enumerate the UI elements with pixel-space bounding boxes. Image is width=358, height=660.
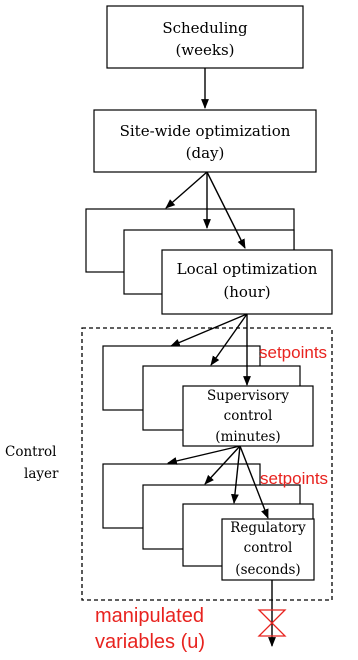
- arrow-supervisory-to-regulatory-2: [204, 445, 241, 485]
- supervisory-period: (minutes): [215, 429, 280, 445]
- arrow-supervisory-to-regulatory-3: [231, 445, 241, 504]
- setpoints-label-upper: setpoints: [259, 343, 327, 362]
- site-wide-optimization-box: Site-wide optimization (day): [93, 109, 317, 173]
- supervisory-box-front: [182, 385, 314, 447]
- arrow-site-to-local-1: [165, 171, 208, 209]
- scheduling-period: (weeks): [175, 41, 234, 59]
- regulatory-period: (seconds): [235, 562, 300, 578]
- site-wide-period: (day): [186, 144, 225, 162]
- local-box-front: [161, 249, 333, 315]
- manipulated-label-line1: manipulated: [95, 605, 204, 627]
- regulatory-subtitle: control: [244, 540, 293, 556]
- valve-icon: [257, 609, 287, 637]
- scheduling-box: Scheduling (weeks): [106, 5, 304, 69]
- local-opt-period: (hour): [223, 283, 270, 301]
- supervisory-control-stack: Supervisory control (minutes): [102, 345, 314, 447]
- arrow-local-to-supervisory-1: [170, 313, 248, 347]
- control-layer-boundary: [81, 327, 333, 601]
- arrow-supervisory-to-regulatory-1: [167, 445, 241, 465]
- arrow-local-to-supervisory-2: [210, 313, 248, 366]
- supervisory-title: Supervisory: [207, 388, 289, 404]
- site-wide-title: Site-wide optimization: [120, 122, 291, 140]
- local-opt-title: Local optimization: [177, 260, 318, 278]
- supervisory-subtitle: control: [224, 408, 273, 424]
- arrow-supervisory-to-regulatory-4: [239, 445, 269, 519]
- arrow-site-to-local-3: [206, 171, 246, 249]
- regulatory-box-front: [221, 518, 315, 581]
- local-optimization-stack: Local optimization (hour): [85, 208, 333, 315]
- scheduling-title: Scheduling: [162, 19, 248, 37]
- control-layer-label-line1: Control: [5, 444, 56, 460]
- setpoints-label-lower: setpoints: [260, 469, 328, 488]
- regulatory-title: Regulatory: [230, 520, 306, 536]
- control-layer-label-line2: layer: [24, 466, 59, 482]
- manipulated-label-line2: variables (u): [95, 631, 205, 653]
